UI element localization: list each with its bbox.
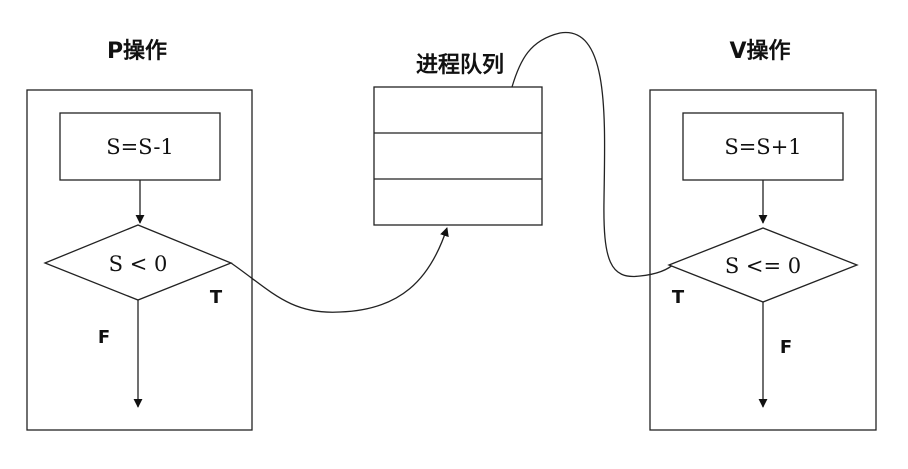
p-operation-title: P操作 [107, 39, 167, 64]
process-queue-title: 进程队列 [416, 53, 504, 78]
v-true-label: T [672, 287, 685, 308]
v-step-box [682, 112, 844, 181]
v-decision-diamond [667, 227, 859, 303]
v-operation-frame [649, 89, 877, 431]
v-decision-text: S <= 0 [725, 254, 801, 278]
v-false-label: F [780, 337, 792, 358]
v-true-curve-from-queue [511, 32, 676, 278]
p-false-label: F [98, 327, 110, 348]
v-step-text: S=S+1 [724, 135, 801, 159]
process-queue-box [373, 86, 543, 226]
p-operation-frame [26, 89, 253, 431]
p-true-label: T [210, 287, 223, 308]
v-operation-title: V操作 [729, 39, 790, 64]
p-decision-text: S < 0 [109, 252, 168, 276]
p-true-arrow-to-queue [230, 227, 449, 313]
p-step-text: S=S-1 [106, 135, 174, 159]
